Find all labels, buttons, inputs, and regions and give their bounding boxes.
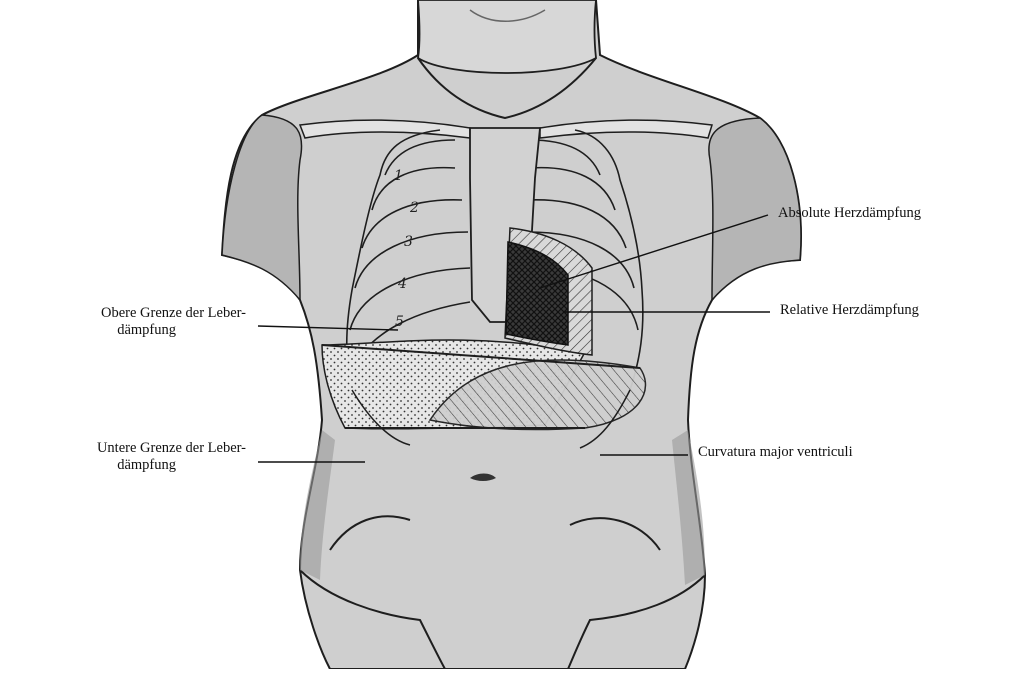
label-curvatura-major: Curvatura major ventriculi — [698, 444, 853, 461]
rib-number-3: 3 — [404, 234, 413, 250]
neck — [418, 0, 596, 73]
label-obere-grenze: Obere Grenze der Leber- dämpfung — [14, 305, 246, 339]
rib-number-5: 5 — [395, 314, 404, 330]
left-shoulder — [222, 115, 302, 300]
rib-number-2: 2 — [409, 200, 419, 216]
rib-number-1: 1 — [394, 168, 403, 184]
label-untere-grenze: Untere Grenze der Leber- dämpfung — [5, 440, 246, 474]
label-relative-herzdaempfung: Relative Herzdämpfung — [780, 302, 919, 319]
label-absolute-herzdaempfung: Absolute Herzdämpfung — [778, 205, 921, 222]
rib-number-4: 4 — [397, 276, 407, 292]
